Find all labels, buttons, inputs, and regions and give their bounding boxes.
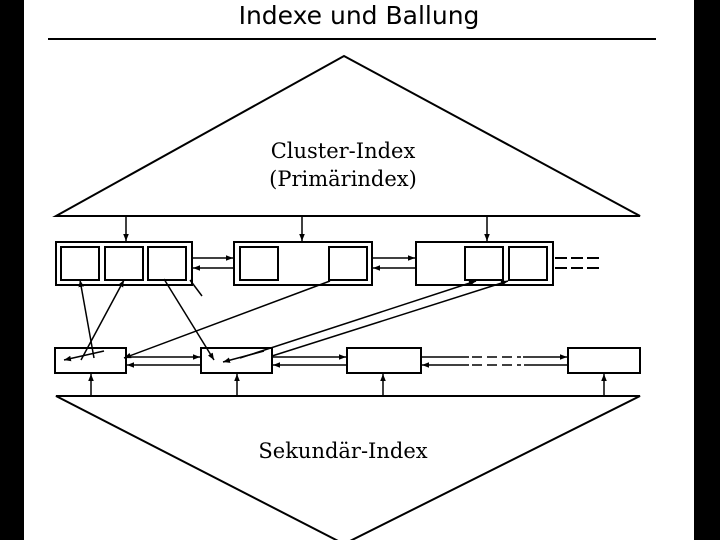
- record-box: [60, 246, 100, 281]
- data-page: [233, 241, 373, 286]
- record-pointer-arrow: [80, 279, 125, 361]
- record-pointer-arrow: [163, 278, 215, 361]
- slide: Indexe und Ballung Cluster-Index (Primär…: [24, 0, 694, 540]
- cluster-index-label: Cluster-Index: [271, 139, 416, 163]
- index-diagram: Cluster-Index (Primärindex): [52, 54, 641, 540]
- index-node: [567, 347, 641, 374]
- secondary-index-label: Sekundär-Index: [258, 439, 427, 463]
- record-box: [239, 246, 279, 281]
- record-pointer-arrow: [123, 280, 331, 359]
- record-pointer-arrow: [271, 280, 509, 357]
- data-page: [415, 241, 554, 286]
- index-node: [346, 347, 422, 374]
- cluster-index-triangle: [52, 54, 641, 217]
- data-page: [55, 241, 193, 286]
- record-box: [104, 246, 144, 281]
- record-box: [464, 246, 504, 281]
- index-node: [54, 347, 127, 374]
- record-pointer-arrow: [239, 280, 477, 359]
- primary-index-label: (Primärindex): [269, 167, 417, 191]
- record-box: [328, 246, 368, 281]
- record-box: [508, 246, 548, 281]
- title-rule: [48, 38, 656, 40]
- slide-title: Indexe und Ballung: [238, 1, 480, 30]
- secondary-index-triangle: [55, 395, 641, 540]
- index-node: [200, 347, 273, 374]
- record-box: [147, 246, 187, 281]
- record-pointer-arrow: [189, 279, 203, 297]
- record-pointer-arrow: [78, 279, 95, 359]
